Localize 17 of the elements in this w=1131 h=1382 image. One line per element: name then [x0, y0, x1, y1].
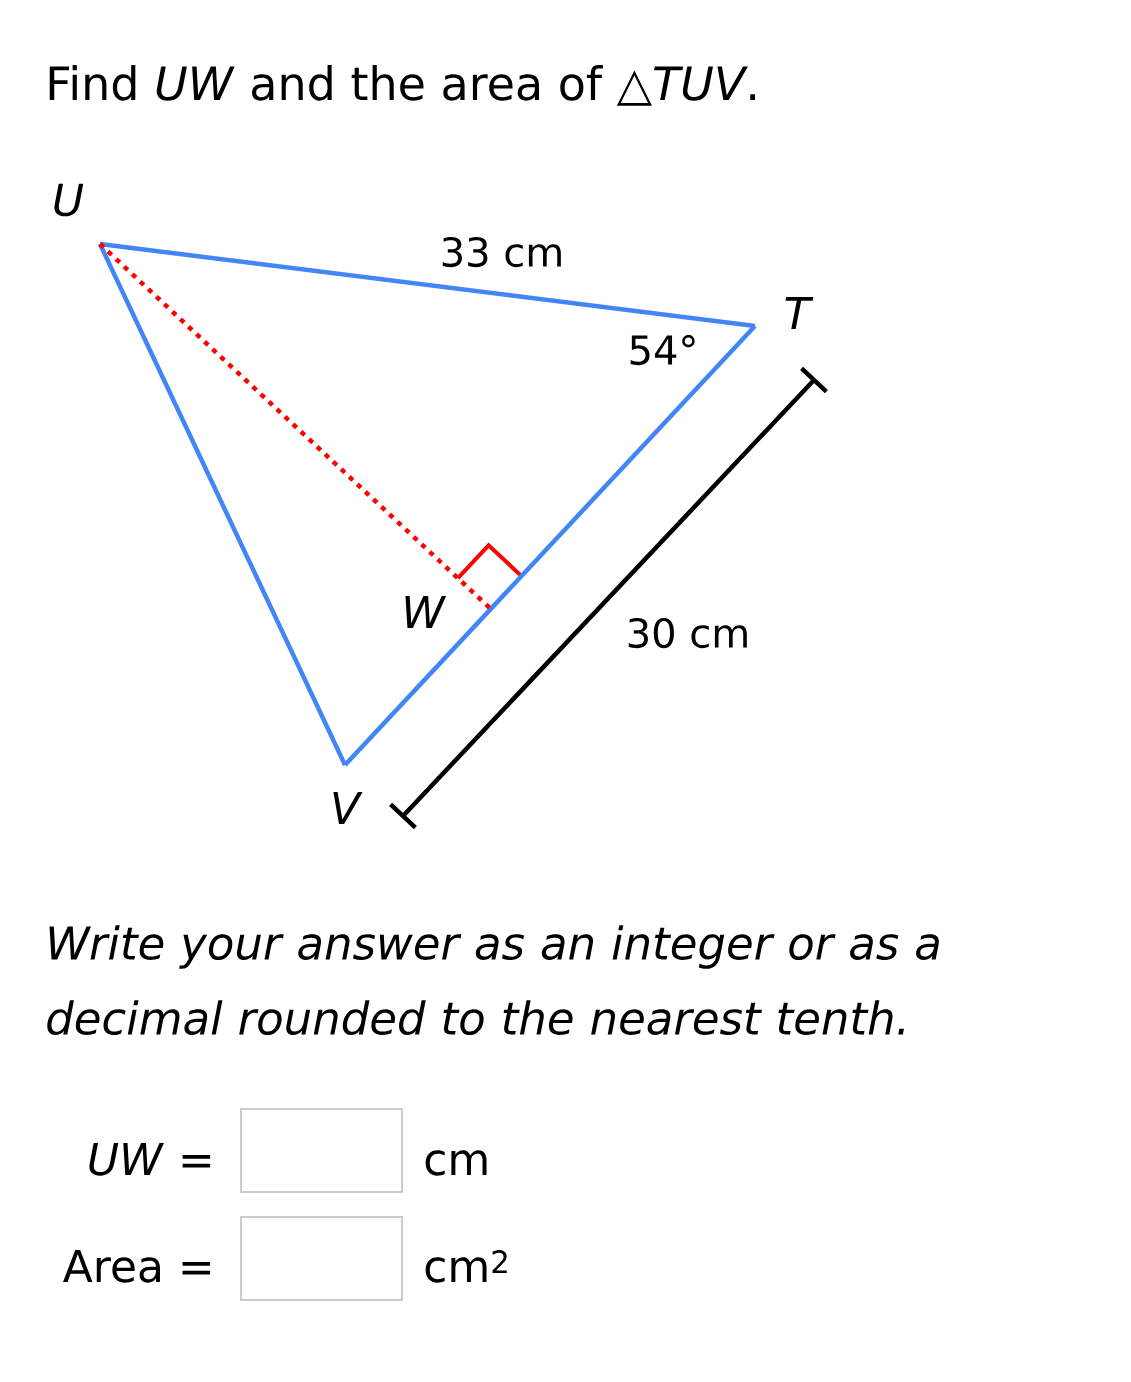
title: Find UW and the area of △TUV. — [49, 65, 755, 106]
triangle-side — [99, 241, 756, 329]
edge-label: 33 cm — [437, 234, 567, 270]
unit-label: cm$^{2}$ — [425, 1250, 507, 1283]
vertex-label: W — [405, 596, 447, 629]
unit-label: cm — [425, 1150, 487, 1176]
vertex-label: U — [54, 183, 84, 217]
equation-label: UW = — [89, 1142, 211, 1176]
vertex-label: V — [333, 792, 363, 825]
triangle-side — [97, 243, 348, 766]
equation-label: Area = — [63, 1249, 211, 1283]
vertex-label: T — [785, 296, 814, 330]
dimension-label: 30 cm — [628, 617, 747, 649]
dashed-segment — [98, 242, 493, 611]
instruction-text: Write your answer as an integer or as a decimal rounded to the nearest tenth. — [47, 925, 939, 1036]
angle-label: 54° — [630, 334, 695, 366]
triangle-side — [343, 324, 757, 767]
